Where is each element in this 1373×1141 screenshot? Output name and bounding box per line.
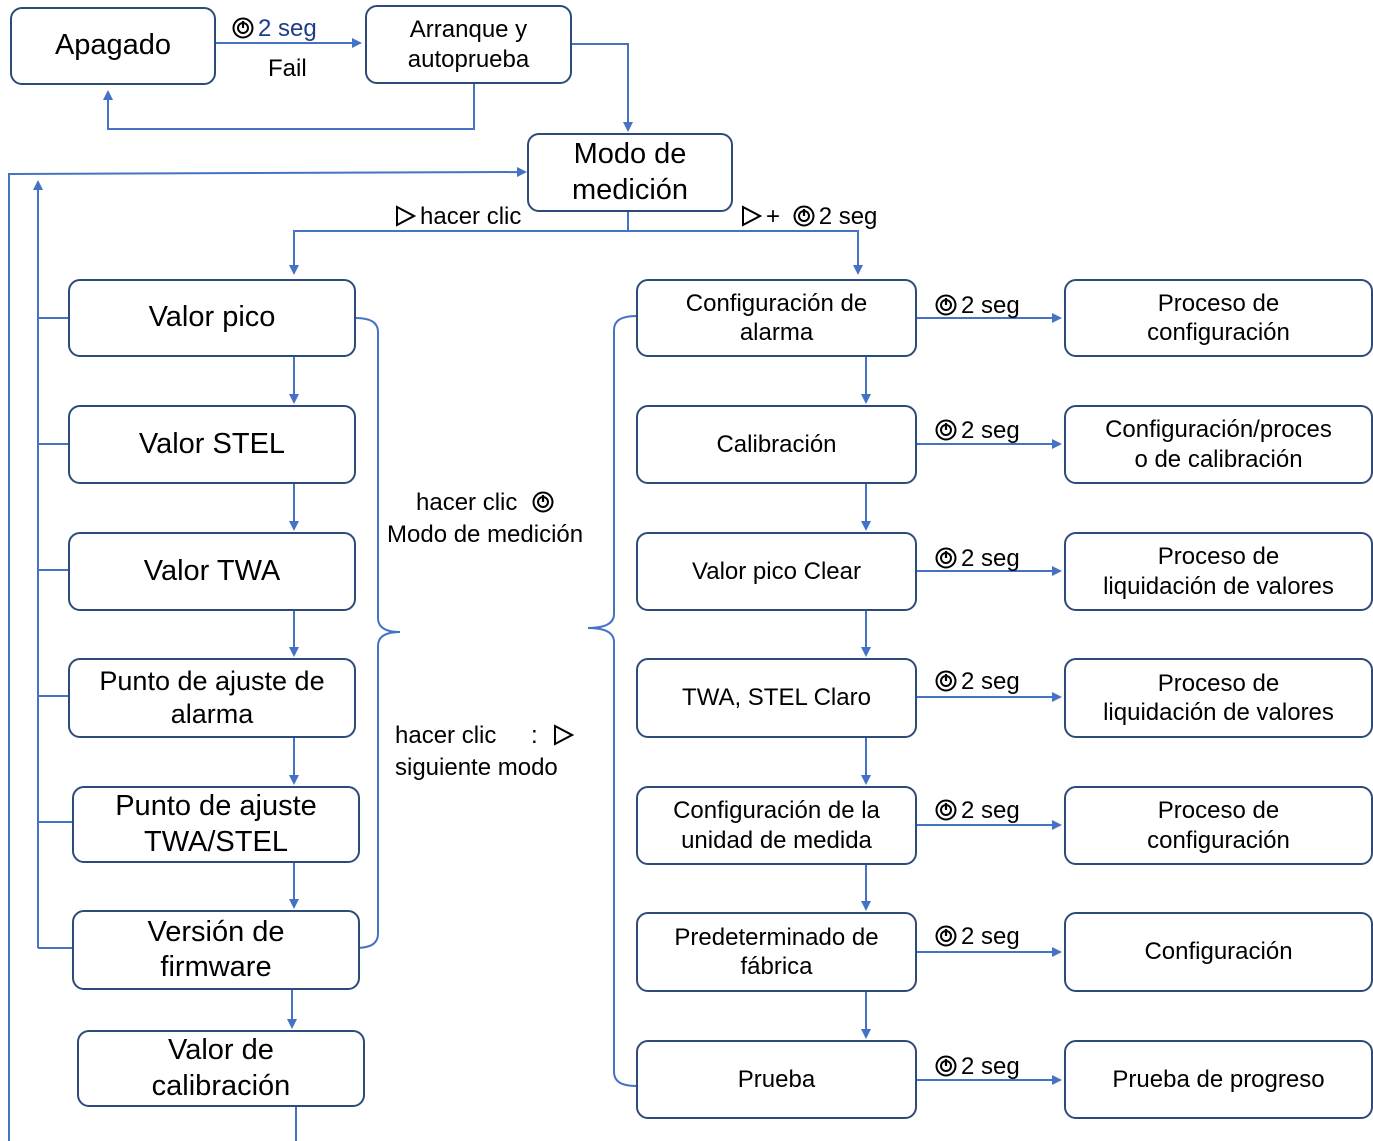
box-valor-stel: Valor STEL (68, 405, 356, 484)
box-valor-stel-label: Valor STEL (138, 427, 286, 460)
label-siguiente-modo: siguiente modo (395, 754, 558, 781)
box-config-alarma: Configuración de alarma (636, 279, 917, 357)
label-2seg: 2 seg (258, 15, 317, 42)
box-proceso-liquidacion-2: Proceso de liquidación de valores (1064, 658, 1373, 738)
box-version-firmware: Versión de firmware (72, 910, 360, 990)
arrow-fail-return (103, 84, 475, 130)
box-proceso-configuracion-1-label: Proceso de configuración (1147, 289, 1290, 346)
label-power-2seg-2: 2 seg (935, 415, 1020, 446)
label-power-2seg-1: 2 seg (935, 290, 1020, 321)
label-click-next: hacer clic : (395, 720, 578, 751)
box-prueba-label: Prueba (737, 1065, 816, 1093)
power-icon (935, 1055, 957, 1077)
box-config-unidad-label: Configuración de la unidad de medida (673, 797, 880, 854)
box-config-alarma-label: Configuración de alarma (685, 289, 868, 346)
label-play-power-2seg: + 2 seg (740, 201, 877, 232)
label-2seg: 2 seg (961, 417, 1020, 444)
box-modo-medicion-label: Modo de medición (571, 138, 689, 206)
label-colon: : (531, 722, 538, 749)
power-icon (935, 294, 957, 316)
power-icon (935, 419, 957, 441)
power-icon (793, 205, 815, 227)
box-twa-stel-claro-label: TWA, STEL Claro (682, 684, 871, 712)
box-valor-pico-label: Valor pico (148, 301, 276, 334)
label-click-power: hacer clic (416, 487, 558, 518)
box-predeterminado: Predeterminado de fábrica (636, 912, 917, 992)
box-valor-pico-clear-label: Valor pico Clear (692, 557, 861, 585)
curly-brace-icon (587, 315, 637, 1087)
play-triangle-icon (742, 205, 762, 227)
label-power-2seg-5: 2 seg (935, 795, 1020, 826)
label-power-2seg-6: 2 seg (935, 921, 1020, 952)
play-triangle-icon (554, 724, 575, 746)
label-hacer-clic-top: hacer clic (394, 201, 521, 232)
box-punto-ajuste-alarma-label: Punto de ajuste de alarma (99, 666, 325, 729)
box-valor-calibracion-label: Valor de calibración (151, 1034, 291, 1102)
label-power-2seg-top: 2 seg (232, 13, 317, 44)
label-2seg: 2 seg (961, 292, 1020, 319)
box-prueba-progreso: Prueba de progreso (1064, 1040, 1373, 1119)
label-modo-medicion: Modo de medición (387, 521, 584, 548)
curly-brace-icon (355, 317, 401, 949)
box-valor-pico-clear: Valor pico Clear (636, 532, 917, 611)
power-icon (935, 799, 957, 821)
play-triangle-icon (396, 205, 416, 227)
box-prueba: Prueba (636, 1040, 917, 1119)
box-prueba-progreso-label: Prueba de progreso (1112, 1065, 1325, 1093)
label-fail: Fail (268, 55, 307, 82)
box-proceso-configuracion-2: Proceso de configuración (1064, 786, 1373, 865)
label-power-2seg-4: 2 seg (935, 666, 1020, 697)
power-icon (935, 925, 957, 947)
power-icon (935, 547, 957, 569)
box-punto-ajuste-twa-stel-label: Punto de ajuste TWA/STEL (115, 790, 317, 858)
box-configuracion-label: Configuración (1144, 938, 1293, 966)
label-hacer-clic: hacer clic (420, 203, 522, 230)
label-2seg: 2 seg (961, 545, 1020, 572)
box-valor-pico: Valor pico (68, 279, 356, 357)
box-predeterminado-label: Predeterminado de fábrica (674, 923, 879, 980)
box-calibracion-label: Calibración (716, 430, 837, 458)
label-click-next-text: hacer clic (395, 722, 497, 749)
label-plus: + (766, 203, 781, 230)
line-modo-split (289, 212, 629, 275)
box-version-firmware-label: Versión de firmware (147, 915, 285, 983)
box-valor-twa-label: Valor TWA (143, 554, 281, 587)
label-power-2seg-7: 2 seg (935, 1051, 1020, 1082)
box-config-unidad: Configuración de la unidad de medida (636, 786, 917, 865)
box-valor-calibracion: Valor de calibración (77, 1030, 365, 1107)
label-2seg: 2 seg (961, 797, 1020, 824)
box-proceso-liquidacion-2-label: Proceso de liquidación de valores (1103, 669, 1334, 726)
box-proceso-liquidacion-1-label: Proceso de liquidación de valores (1103, 543, 1334, 600)
box-arranque: Arranque y autoprueba (365, 5, 572, 84)
box-proceso-configuracion-2-label: Proceso de configuración (1147, 797, 1290, 854)
box-configuracion: Configuración (1064, 912, 1373, 992)
box-apagado-label: Apagado (54, 29, 172, 62)
power-icon (532, 491, 554, 513)
box-punto-ajuste-alarma: Punto de ajuste de alarma (68, 658, 356, 738)
label-2seg: 2 seg (818, 203, 878, 230)
label-2seg: 2 seg (961, 668, 1020, 695)
arrow-arranque-modo (572, 43, 633, 132)
box-valor-twa: Valor TWA (68, 532, 356, 611)
box-arranque-label: Arranque y autoprueba (407, 16, 530, 73)
label-click-power-text: hacer clic (416, 489, 518, 516)
box-punto-ajuste-twa-stel: Punto de ajuste TWA/STEL (72, 786, 360, 863)
power-icon (232, 17, 254, 39)
box-proceso-configuracion-1: Proceso de configuración (1064, 279, 1373, 357)
box-calibracion: Calibración (636, 405, 917, 484)
box-proceso-calibracion-label: Configuración/proces o de calibración (1105, 416, 1332, 473)
arrow-outer-loop (8, 167, 527, 1141)
power-icon (935, 670, 957, 692)
box-twa-stel-claro: TWA, STEL Claro (636, 658, 917, 738)
label-2seg: 2 seg (961, 923, 1020, 950)
line-modo-split-right (628, 230, 863, 275)
box-modo-medicion: Modo de medición (527, 133, 733, 212)
label-power-2seg-3: 2 seg (935, 543, 1020, 574)
box-proceso-calibracion: Configuración/proces o de calibración (1064, 405, 1373, 484)
box-proceso-liquidacion-1: Proceso de liquidación de valores (1064, 532, 1373, 611)
box-apagado: Apagado (10, 7, 216, 85)
label-2seg: 2 seg (961, 1053, 1020, 1080)
